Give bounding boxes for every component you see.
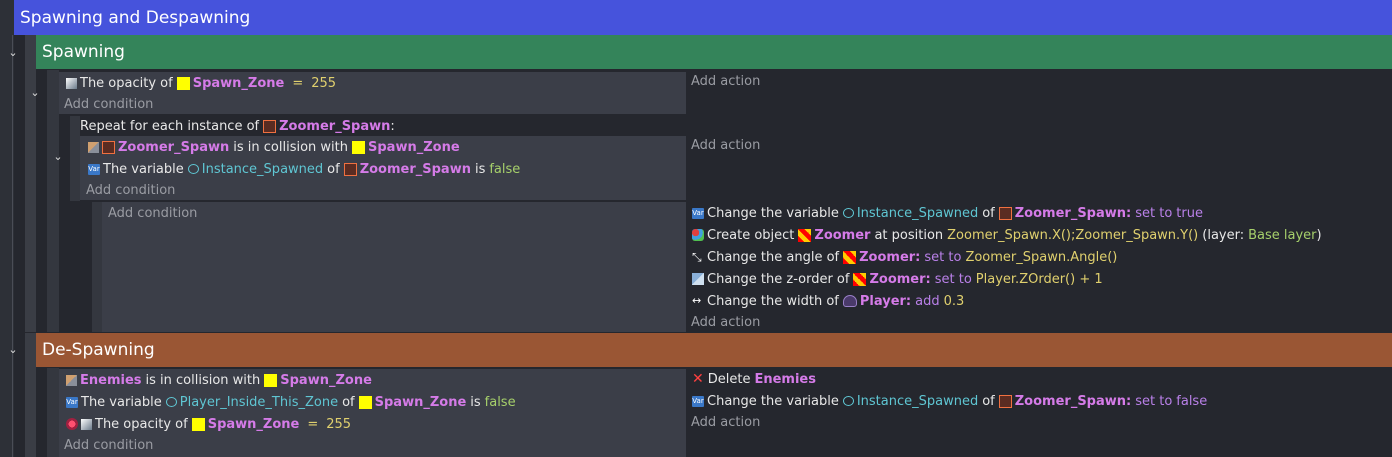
variable-icon: Var: [692, 207, 704, 219]
event-conditions-panel: [59, 369, 686, 457]
action-row[interactable]: Change the z-order of Zoomer: set to Pla…: [692, 268, 1103, 290]
action-row[interactable]: ↔ Change the width of Player: add 0.3: [692, 293, 965, 309]
spawn-zone-icon: [352, 140, 366, 154]
width-icon: ↔: [692, 294, 702, 307]
event-indent-strip: [47, 368, 59, 457]
event-conditions-panel: [102, 202, 686, 332]
event-indent-strip: [47, 70, 59, 332]
add-condition-link[interactable]: Add condition: [64, 437, 154, 453]
add-condition-link[interactable]: Add condition: [86, 182, 176, 198]
action-row[interactable]: ✕ Delete Enemies: [692, 371, 816, 387]
event-indent-strip: [92, 202, 102, 332]
chevron-down-icon[interactable]: ⌄: [8, 342, 18, 356]
variable-icon: Var: [88, 163, 100, 175]
action-row[interactable]: Var Change the variable Instance_Spawned…: [692, 393, 1208, 409]
group-header-spawning-and-despawning[interactable]: Spawning and Despawning: [14, 0, 1392, 35]
object-variable-icon: [842, 208, 854, 218]
variable-icon: Var: [66, 396, 78, 408]
zoomer-icon: [843, 250, 857, 264]
event-conditions-panel: [80, 136, 686, 200]
add-action-link[interactable]: Add action: [691, 137, 761, 153]
zoomer-icon: [853, 272, 867, 286]
condition-row[interactable]: Zoomer_Spawn is in collision with Spawn_…: [88, 136, 460, 158]
group-indent-strip: [25, 333, 36, 457]
add-condition-link[interactable]: Add condition: [108, 205, 198, 221]
add-action-link[interactable]: Add action: [691, 314, 761, 330]
zoomer-spawn-icon: [102, 140, 115, 154]
add-action-link[interactable]: Add action: [691, 73, 761, 89]
zoomer-spawn-icon: [263, 119, 277, 133]
invert-icon: [66, 418, 78, 430]
event-conditions-panel: [59, 72, 686, 114]
object-variable-icon: [187, 164, 199, 174]
condition-row[interactable]: The opacity of Spawn_Zone = 255: [66, 413, 351, 435]
chevron-down-icon[interactable]: ⌄: [30, 85, 40, 99]
zoomer-spawn-icon: [343, 162, 357, 176]
left-margin-strip: [0, 0, 14, 457]
spawn-zone-icon: [264, 373, 278, 387]
spawn-zone-icon: [191, 417, 205, 431]
condition-row[interactable]: Var The variable Player_Inside_This_Zone…: [66, 394, 516, 410]
variable-icon: Var: [692, 395, 704, 407]
chevron-down-icon[interactable]: ⌄: [53, 149, 63, 163]
collision-icon: [66, 374, 77, 386]
zoomer-icon: [798, 228, 812, 242]
repeat-indent-strip: [70, 116, 80, 201]
group-title: Spawning and Despawning: [20, 7, 251, 28]
condition-row[interactable]: Var The variable Instance_Spawned of Zoo…: [88, 161, 521, 177]
opacity-icon: [81, 418, 92, 430]
zoomer-spawn-icon: [998, 394, 1012, 408]
zoomer-spawn-icon: [998, 206, 1012, 220]
group-title: De-Spawning: [42, 340, 155, 360]
action-row[interactable]: Var Change the variable Instance_Spawned…: [692, 205, 1203, 221]
condition-row[interactable]: Enemies is in collision with Spawn_Zone: [66, 369, 372, 391]
create-icon: [692, 229, 704, 241]
opacity-icon: [66, 77, 77, 89]
object-variable-icon: [165, 397, 177, 407]
tree-line: [12, 35, 13, 457]
add-condition-link[interactable]: Add condition: [64, 96, 154, 112]
group-header-spawning[interactable]: Spawning: [36, 35, 1392, 69]
add-action-link[interactable]: Add action: [691, 414, 761, 430]
condition-row[interactable]: The opacity of Spawn_Zone = 255: [66, 72, 336, 94]
repeat-header[interactable]: Repeat for each instance of Zoomer_Spawn…: [80, 118, 395, 134]
zorder-icon: [692, 273, 704, 285]
spawn-zone-icon: [358, 395, 372, 409]
group-header-despawning[interactable]: De-Spawning: [36, 333, 1392, 367]
delete-icon: ✕: [692, 371, 704, 387]
group-indent-strip: [25, 35, 36, 332]
player-icon: [842, 295, 857, 307]
action-row[interactable]: Create object Zoomer at position Zoomer_…: [692, 224, 1322, 246]
action-row[interactable]: ⤡ Change the angle of Zoomer: set to Zoo…: [692, 249, 1118, 265]
spawn-zone-icon: [176, 76, 190, 90]
angle-icon: ⤡: [692, 250, 702, 264]
chevron-down-icon[interactable]: ⌄: [8, 45, 18, 59]
collision-icon: [88, 141, 99, 153]
group-title: Spawning: [42, 42, 125, 62]
object-variable-icon: [842, 396, 854, 406]
